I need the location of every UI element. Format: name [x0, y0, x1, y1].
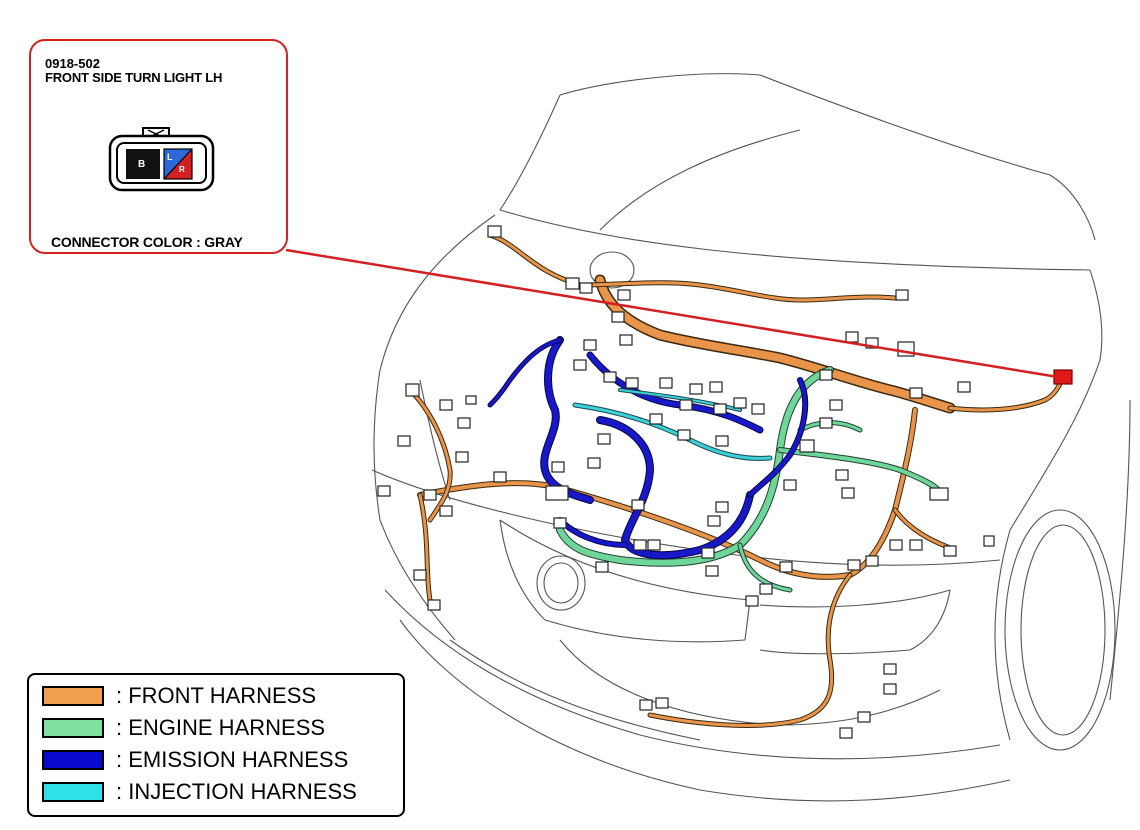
legend-label: : FRONT HARNESS — [116, 683, 317, 708]
pin-b-label: B — [138, 159, 146, 170]
connector-name: FRONT SIDE TURN LIGHT LH — [45, 70, 223, 85]
legend-label: : ENGINE HARNESS — [116, 715, 326, 740]
connector-color-label: CONNECTOR COLOR : GRAY — [51, 234, 243, 250]
connector-callout: 0918-502 FRONT SIDE TURN LIGHT LH B L R — [29, 39, 288, 254]
legend-swatch — [42, 718, 104, 738]
legend-swatch — [42, 782, 104, 802]
pin-l-label: L — [167, 152, 173, 162]
callout-leader-line — [285, 248, 1059, 379]
harness-legend: : FRONT HARNESS : ENGINE HARNESS : EMISS… — [27, 673, 405, 817]
legend-item-emission-harness: : EMISSION HARNESS — [42, 747, 348, 773]
legend-label: : EMISSION HARNESS — [116, 747, 349, 772]
car-body-outline — [371, 73, 1131, 802]
legend-swatch — [42, 686, 104, 706]
connectors — [377, 225, 995, 739]
legend-swatch — [42, 750, 104, 770]
connector-code: 0918-502 — [45, 56, 100, 71]
legend-label: : INJECTION HARNESS — [116, 779, 357, 804]
front-harness — [407, 232, 1065, 728]
legend-item-front-harness: : FRONT HARNESS — [42, 683, 316, 709]
legend-item-injection-harness: : INJECTION HARNESS — [42, 779, 357, 805]
connector-face-icon — [108, 127, 215, 192]
legend-item-engine-harness: : ENGINE HARNESS — [42, 715, 325, 741]
pin-r-label: R — [179, 165, 185, 174]
